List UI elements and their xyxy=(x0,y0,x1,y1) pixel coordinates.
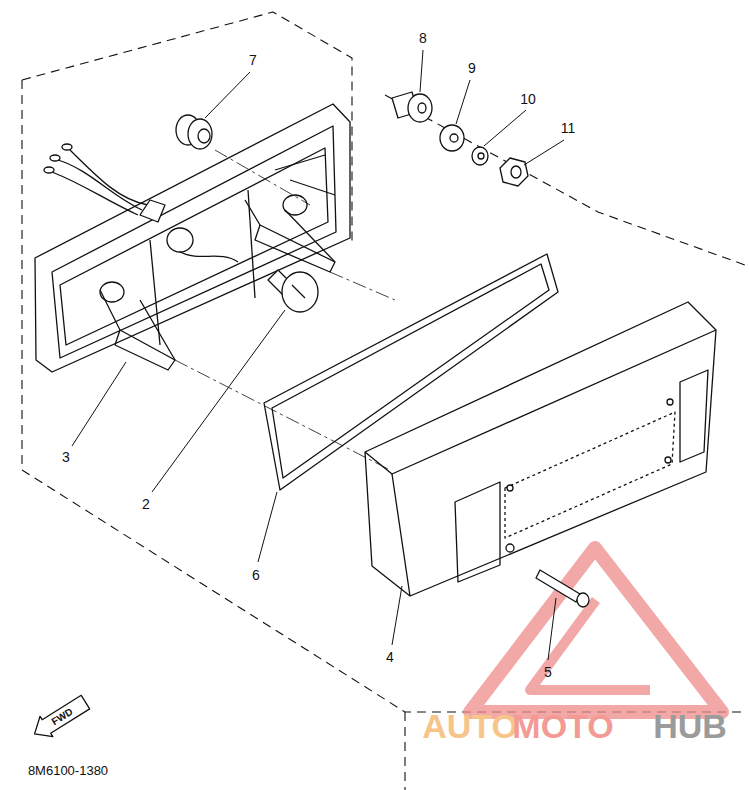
grommet xyxy=(176,115,212,149)
callout-number: 6 xyxy=(252,568,260,582)
drawing-code: 8M6100-1380 xyxy=(28,764,108,777)
callout-number: 5 xyxy=(544,665,552,679)
callout-number: 11 xyxy=(561,121,576,135)
watermark: AUTO xyxy=(422,709,518,743)
callout-number: 3 xyxy=(62,450,70,464)
watermark: MOTO xyxy=(512,709,613,743)
leader-line xyxy=(72,50,564,660)
callout-number: 4 xyxy=(386,650,394,664)
group-outline xyxy=(22,12,745,790)
bulb xyxy=(268,270,318,312)
fwd-arrow xyxy=(28,692,92,744)
callout-number: 8 xyxy=(419,31,427,45)
callout-number: 10 xyxy=(520,92,536,106)
watermark: HUB xyxy=(653,709,727,743)
callout-number: 9 xyxy=(468,61,476,75)
callout-number: 2 xyxy=(142,497,150,511)
fasteners xyxy=(392,92,528,186)
watermark-logo xyxy=(470,548,722,712)
lamp-housing xyxy=(35,104,350,372)
callout-number: 7 xyxy=(249,53,257,67)
lens xyxy=(365,302,716,596)
screw xyxy=(536,570,589,607)
